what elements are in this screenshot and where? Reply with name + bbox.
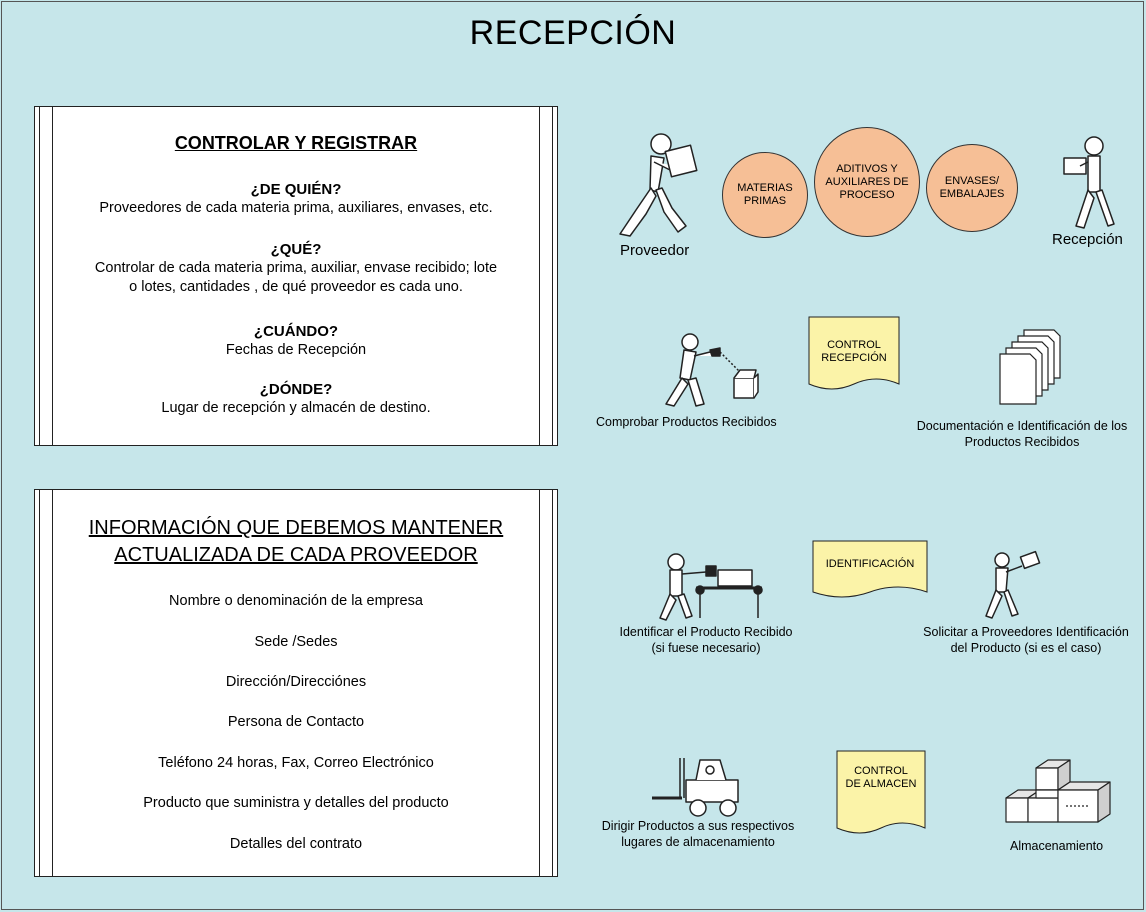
info-item: Nombre o denominación de la empresa	[169, 593, 423, 609]
identify-product-label: Identificar el Producto Recibido (si fue…	[606, 624, 806, 656]
identify-label-line2: (si fuese necesario)	[651, 641, 761, 655]
question-what-title: ¿QUÉ?	[270, 241, 322, 258]
doc-text: DE ALMACEN	[845, 778, 917, 790]
question-what-answer-line1: Controlar de cada materia prima, auxilia…	[94, 260, 498, 276]
documentation-label: Documentación e Identificación de los Pr…	[898, 418, 1146, 450]
circle-text: PRIMAS	[743, 195, 787, 207]
forklift-icon	[652, 758, 739, 817]
doc-text: CONTROL	[854, 765, 908, 777]
warehouse-control-text: CONTROL DE ALMACEN	[836, 765, 926, 791]
documentation-label-line2: Productos Recibidos	[964, 435, 1080, 449]
inspector-with-scanner-icon	[665, 333, 759, 407]
question-where-answer: Lugar de recepción y almacén de destino.	[161, 400, 431, 416]
page-title: RECEPCIÓN	[469, 14, 677, 52]
question-when: ¿CUÁNDO? Fechas de Recepción	[50, 322, 542, 360]
doc-text: RECEPCIÓN	[821, 352, 887, 364]
warehouse-control-document	[836, 750, 926, 834]
direct-products-label: Dirigir Productos a sus respectivos luga…	[584, 818, 812, 850]
circle-text: EMBALAJES	[939, 188, 1005, 200]
info-item: Dirección/Direcciónes	[225, 674, 367, 690]
panel-left-bar	[39, 107, 53, 445]
circle-text: ADITIVOS Y	[836, 162, 898, 175]
question-where-title: ¿DÓNDE?	[259, 381, 333, 398]
identify-label-line1: Identificar el Producto Recibido	[619, 625, 793, 639]
info-item: Persona de Contacto	[227, 714, 365, 730]
stacked-boxes-icon	[1005, 759, 1111, 823]
documents-stack-icon	[999, 329, 1061, 405]
circle-text: PROCESO	[839, 188, 895, 201]
control-register-panel	[34, 106, 558, 446]
doc-text: CONTROL	[827, 339, 881, 351]
circle-text: ENVASES/	[944, 175, 1000, 187]
question-what-answer-line2: o lotes, cantidades , de qué proveedor e…	[129, 279, 463, 295]
question-when-answer: Fechas de Recepción	[225, 342, 367, 358]
supplier-label: Proveedor	[620, 242, 690, 259]
question-when-title: ¿CUÁNDO?	[253, 323, 339, 340]
identification-document	[812, 540, 928, 598]
direct-label-line1: Dirigir Productos a sus respectivos	[601, 819, 795, 833]
panel-right-bar	[539, 490, 553, 876]
check-products-label: Comprobar Productos Recibidos	[596, 415, 777, 429]
request-identification-label: Solicitar a Proveedores Identificación d…	[906, 624, 1146, 656]
request-label-line1: Solicitar a Proveedores Identificación	[923, 625, 1129, 639]
panel-left-bar	[39, 490, 53, 876]
reception-control-text: CONTROL RECEPCIÓN	[808, 339, 900, 365]
info-item: Producto que suministra y detalles del p…	[143, 795, 449, 811]
labeling-on-conveyor-icon	[659, 553, 763, 621]
packaging-circle: ENVASES/EMBALAJES	[926, 144, 1018, 232]
question-where: ¿DÓNDE? Lugar de recepción y almacén de …	[50, 380, 542, 418]
question-who: ¿DE QUIÉN? Proveedores de cada materia p…	[50, 180, 542, 218]
circle-text: AUXILIARES DE	[825, 175, 909, 188]
circle-text: MATERIAS	[737, 182, 793, 194]
info-item: Detalles del contrato	[229, 836, 363, 852]
info-item: Teléfono 24 horas, Fax, Correo Electróni…	[158, 755, 434, 771]
info-item: Sede /Sedes	[254, 634, 338, 650]
identification-text: IDENTIFICACIÓN	[825, 558, 915, 570]
documentation-label-line1: Documentación e Identificación de los	[916, 419, 1128, 433]
supplier-info-heading: INFORMACIÓN QUE DEBEMOS MANTENER ACTUALI…	[34, 515, 558, 569]
question-who-answer: Proveedores de cada materia prima, auxil…	[99, 200, 493, 216]
receiver-figure-icon	[1063, 136, 1115, 229]
direct-label-line2: lugares de almacenamiento	[621, 835, 775, 849]
control-register-heading: CONTROLAR Y REGISTRAR	[174, 133, 418, 153]
person-with-tag-icon	[985, 550, 1041, 619]
supplier-info-heading-line1: INFORMACIÓN QUE DEBEMOS MANTENER	[88, 517, 504, 539]
reception-control-document	[808, 316, 900, 390]
question-what: ¿QUÉ? Controlar de cada materia prima, a…	[50, 240, 542, 297]
receiver-label: Recepción	[1052, 231, 1123, 248]
supplier-info-panel	[34, 489, 558, 877]
supplier-carrying-figure-icon	[619, 133, 698, 237]
question-who-title: ¿DE QUIÉN?	[250, 181, 342, 198]
panel-right-bar	[539, 107, 553, 445]
storage-label: Almacenamiento	[1010, 839, 1104, 853]
supplier-info-heading-line2: ACTUALIZADA DE CADA PROVEEDOR	[114, 544, 478, 566]
request-label-line2: del Producto (si es el caso)	[950, 641, 1102, 655]
